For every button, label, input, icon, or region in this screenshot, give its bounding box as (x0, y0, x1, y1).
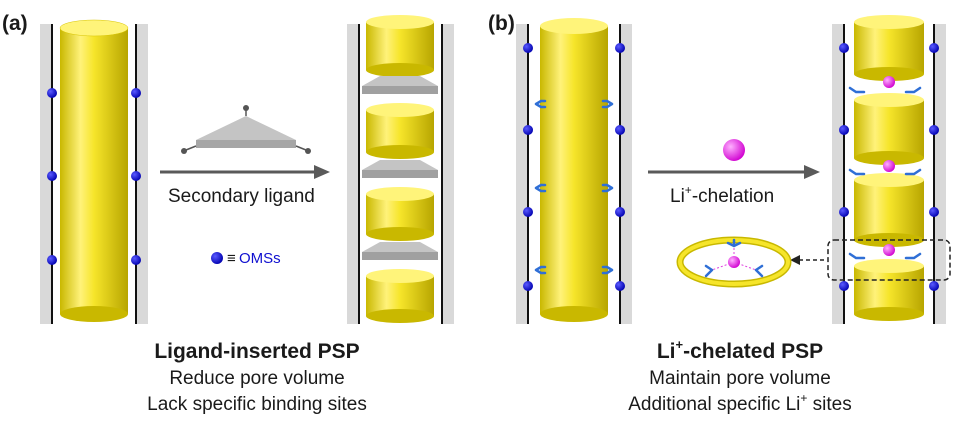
chelating-group (848, 252, 922, 260)
chelating-group (848, 168, 922, 176)
panel-a-initial-pillar (40, 19, 148, 324)
oms-site (839, 125, 849, 135)
chelating-group (848, 86, 922, 94)
zoom-arrow (790, 255, 824, 265)
panel-a-caption-line-2: Lack specific binding sites (147, 394, 367, 415)
panel-b-arrow-label: Li+-chelation (670, 183, 774, 207)
oms-site (47, 171, 57, 181)
oms-site (929, 207, 939, 217)
panel-a-arrow-label: Secondary ligand (168, 186, 315, 207)
panel-b-caption-title-sup: + (676, 337, 684, 352)
oms-site (131, 255, 141, 265)
panel-b-arrow (648, 165, 820, 179)
oms-site (47, 88, 57, 98)
panel-b-caption-line-2: Additional specific Li+ sites (628, 391, 852, 415)
inserted-ligand (362, 160, 438, 178)
oms-site (615, 281, 625, 291)
oms-legend-marker (211, 252, 223, 264)
panel-a-caption-line-1: Reduce pore volume (169, 368, 344, 389)
oms-site (47, 255, 57, 265)
oms-site (523, 207, 533, 217)
oms-site (929, 125, 939, 135)
chelating-group (534, 265, 547, 275)
oms-site (929, 43, 939, 53)
panel-b-initial-pillar (516, 18, 632, 324)
panel-a-ligand-inserted-pillar (347, 15, 454, 324)
panel-a-caption-title: Ligand-inserted PSP (154, 340, 359, 363)
panel-b-caption-title-main: Li (657, 340, 676, 363)
chelating-group (601, 99, 614, 109)
inserted-ligand (362, 242, 438, 260)
panel-b-caption-line-2-main: Additional specific Li (628, 394, 800, 415)
oms-legend-symbol: ≡ (227, 250, 236, 267)
oms-site (131, 171, 141, 181)
binding-site-highlight-box (827, 239, 951, 281)
oms-site (839, 43, 849, 53)
oms-site (615, 125, 625, 135)
chelated-lithium-ion (883, 244, 895, 256)
panel-b-caption-line-2-sup: + (800, 391, 807, 405)
panel-b-arrow-label-sup: + (685, 183, 692, 197)
chelating-group (601, 265, 614, 275)
inserted-ligand (362, 76, 438, 94)
oms-site (523, 125, 533, 135)
oms-site (615, 43, 625, 53)
chelating-group (534, 183, 547, 193)
panel-b-caption-line-2-rest: sites (807, 394, 851, 415)
oms-legend-label: OMSs (239, 250, 281, 267)
panel-b-caption-line-1: Maintain pore volume (649, 368, 831, 389)
panel-b-arrow-label-main: Li (670, 186, 685, 207)
oms-site (523, 43, 533, 53)
panel-b-caption-title: Li+-chelated PSP (657, 337, 823, 363)
chelation-site-zoom (676, 236, 792, 288)
chelated-lithium-ion (883, 160, 895, 172)
oms-site (929, 281, 939, 291)
panel-b-li-chelated-pillar (832, 15, 946, 324)
oms-site (615, 207, 625, 217)
lithium-ion-icon (723, 139, 745, 161)
chelating-group (601, 183, 614, 193)
panel-b-arrow-label-rest: -chelation (692, 186, 774, 207)
panel-b-caption-title-rest: -chelated PSP (683, 340, 823, 363)
oms-site (839, 207, 849, 217)
chelated-lithium-ion (883, 76, 895, 88)
panel-a-arrow (160, 165, 330, 179)
panel-b-label: (b) (488, 12, 515, 35)
oms-legend: ≡ OMSs (211, 250, 281, 267)
oms-site (523, 281, 533, 291)
chelating-group (534, 99, 547, 109)
secondary-ligand-icon (181, 105, 311, 154)
oms-site (131, 88, 141, 98)
panel-a-label: (a) (2, 12, 28, 35)
oms-site (839, 281, 849, 291)
